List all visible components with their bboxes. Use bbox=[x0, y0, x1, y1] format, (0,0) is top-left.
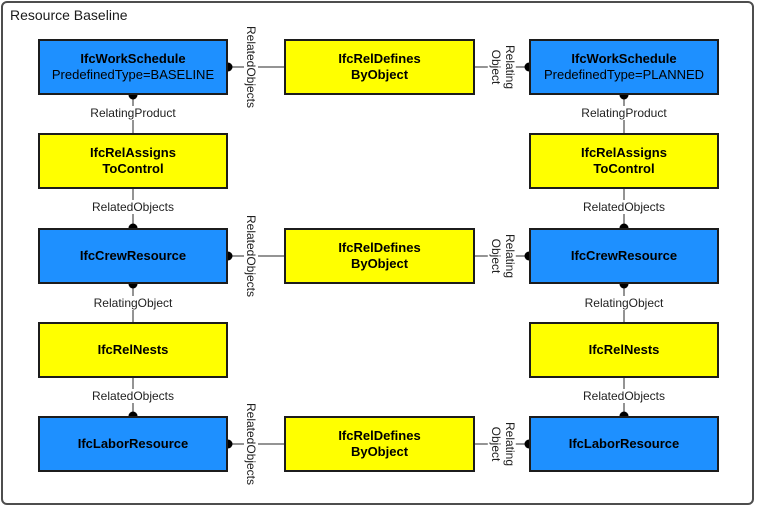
node-title: IfcRelDefines bbox=[338, 50, 421, 66]
node-title: IfcRelNests bbox=[97, 341, 169, 357]
edge-label-relatingproduct-right: RelatingProduct bbox=[578, 106, 670, 120]
node-subtitle: ByObject bbox=[350, 67, 409, 82]
node-title: IfcRelAssigns bbox=[90, 144, 176, 160]
edge-label-relatingobject-rotated-2: Relating Object bbox=[488, 231, 517, 281]
node-title: IfcCrewResource bbox=[570, 247, 678, 263]
node-subtitle: PredefinedType=PLANNED bbox=[543, 67, 705, 82]
node-ifcrelnests-left: IfcRelNests bbox=[38, 322, 228, 378]
edge-label-relatedobjects-left-1: RelatedObjects bbox=[88, 200, 178, 214]
node-title: IfcWorkSchedule bbox=[571, 50, 677, 66]
node-ifcrelassigns-tocontrol-left: IfcRelAssigns ToControl bbox=[38, 133, 228, 189]
node-ifcrelnests-right: IfcRelNests bbox=[529, 322, 719, 378]
node-ifcworkschedule-planned: IfcWorkSchedule PredefinedType=PLANNED bbox=[529, 39, 719, 95]
node-subtitle: ByObject bbox=[350, 256, 409, 271]
diagram-title: Resource Baseline bbox=[10, 7, 128, 23]
node-title: IfcLaborResource bbox=[77, 435, 189, 451]
edge-label-relatingobject-right: RelatingObject bbox=[581, 296, 667, 310]
node-ifcreldefines-byobject-1: IfcRelDefines ByObject bbox=[284, 39, 475, 95]
node-ifcreldefines-byobject-3: IfcRelDefines ByObject bbox=[284, 416, 475, 472]
node-ifcworkschedule-baseline: IfcWorkSchedule PredefinedType=BASELINE bbox=[38, 39, 228, 95]
edge-label-relatedobjects-right-1: RelatedObjects bbox=[579, 200, 669, 214]
node-title: IfcRelAssigns bbox=[581, 144, 667, 160]
node-title: IfcRelNests bbox=[588, 341, 660, 357]
edge-label-relatedobjects-right-2: RelatedObjects bbox=[579, 389, 669, 403]
node-subtitle: ToControl bbox=[593, 161, 655, 176]
edge-label-relatingobject-rotated-1: Relating Object bbox=[488, 42, 517, 92]
node-title: IfcLaborResource bbox=[568, 435, 680, 451]
edge-label-relatedobjects-left-2: RelatedObjects bbox=[88, 389, 178, 403]
edge-label-relatingobject-left: RelatingObject bbox=[90, 296, 176, 310]
edge-label-relatedobjects-rotated-3: RelatedObjects bbox=[244, 400, 258, 488]
node-title: IfcRelDefines bbox=[338, 427, 421, 443]
edge-label-relatedobjects-rotated-2: RelatedObjects bbox=[244, 212, 258, 300]
node-ifclaborresource-right: IfcLaborResource bbox=[529, 416, 719, 472]
node-ifccrewresource-right: IfcCrewResource bbox=[529, 228, 719, 284]
node-subtitle: PredefinedType=BASELINE bbox=[51, 67, 215, 82]
node-title: IfcWorkSchedule bbox=[80, 50, 186, 66]
edge-label-relatingobject-rotated-3: Relating Object bbox=[488, 419, 517, 469]
node-ifclaborresource-left: IfcLaborResource bbox=[38, 416, 228, 472]
node-ifccrewresource-left: IfcCrewResource bbox=[38, 228, 228, 284]
edge-label-relatingproduct-left: RelatingProduct bbox=[87, 106, 179, 120]
node-title: IfcCrewResource bbox=[79, 247, 187, 263]
node-subtitle: ToControl bbox=[102, 161, 164, 176]
node-ifcrelassigns-tocontrol-right: IfcRelAssigns ToControl bbox=[529, 133, 719, 189]
node-subtitle: ByObject bbox=[350, 444, 409, 459]
edge-label-relatedobjects-rotated-1: RelatedObjects bbox=[244, 23, 258, 111]
node-ifcreldefines-byobject-2: IfcRelDefines ByObject bbox=[284, 228, 475, 284]
node-title: IfcRelDefines bbox=[338, 239, 421, 255]
